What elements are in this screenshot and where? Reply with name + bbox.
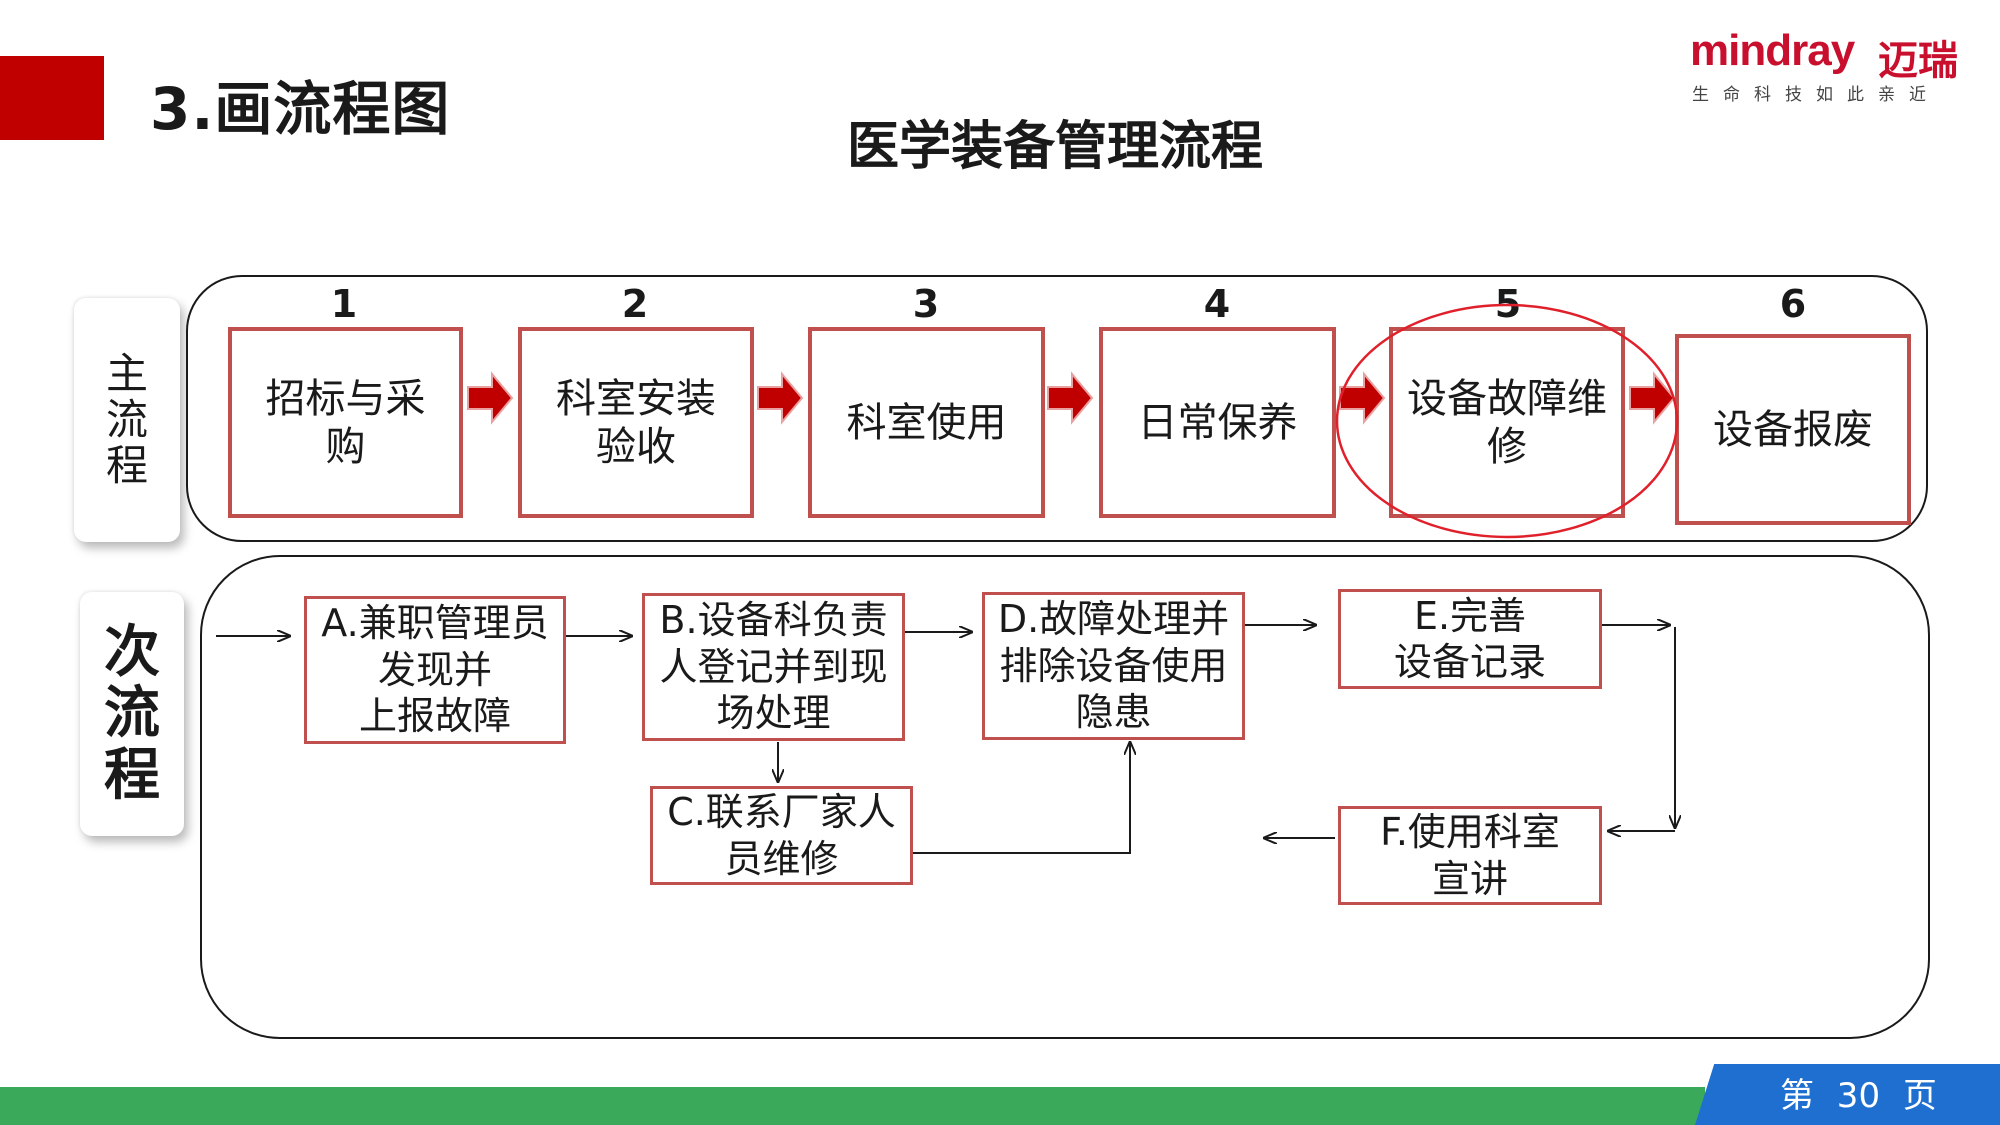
- main-step-box-4: 日常保养: [1099, 327, 1336, 518]
- footer-blue-tab: [1695, 1064, 2000, 1125]
- main-flow-arrow-1: [467, 371, 514, 425]
- diagram-title: 医学装备管理流程: [846, 117, 1263, 177]
- step-number-1: 1: [330, 282, 358, 326]
- sub-box-a: A.兼职管理员 发现并 上报故障: [304, 596, 566, 744]
- sub-box-c: C.联系厂家人 员维修: [650, 786, 913, 885]
- main-flow-arrow-3: [1047, 371, 1094, 425]
- main-flow-arrow-4: [1339, 371, 1386, 425]
- step-number-4: 4: [1203, 282, 1231, 326]
- main-flow-arrow-2: [757, 371, 804, 425]
- sub-lane-label: 次流程: [80, 592, 184, 836]
- step-number-2: 2: [621, 282, 649, 326]
- sub-box-e: E.完善 设备记录: [1338, 589, 1602, 689]
- logo-wordmark: mindray: [1690, 26, 1855, 75]
- step-number-6: 6: [1779, 282, 1807, 326]
- logo-cn-name: 迈瑞: [1878, 38, 1958, 84]
- slide-title: 3.画流程图: [150, 75, 451, 143]
- sub-box-d: D.故障处理并 排除设备使用 隐患: [982, 592, 1245, 740]
- main-step-box-2: 科室安装 验收: [518, 327, 754, 518]
- sub-box-f: F.使用科室 宣讲: [1338, 806, 1602, 905]
- main-step-box-1: 招标与采购: [228, 327, 463, 518]
- page-number: 第 30 页: [1780, 1076, 1937, 1116]
- main-step-box-5: 设备故障维 修: [1389, 327, 1625, 518]
- sub-box-b: B.设备科负责 人登记并到现 场处理: [642, 593, 905, 741]
- main-flow-arrow-5: [1629, 371, 1676, 425]
- arrow-c-to-d: [913, 742, 1130, 854]
- header-accent-bar: [0, 56, 104, 140]
- highlight-ellipse: [1335, 303, 1679, 539]
- footer-green-bar: [0, 1087, 1705, 1125]
- logo-tagline: 生命科技如此亲近: [1692, 85, 1940, 105]
- main-lane-label: 主流程: [74, 298, 180, 542]
- step-number-3: 3: [912, 282, 940, 326]
- main-step-box-6: 设备报废: [1675, 334, 1911, 525]
- main-step-box-3: 科室使用: [808, 327, 1045, 518]
